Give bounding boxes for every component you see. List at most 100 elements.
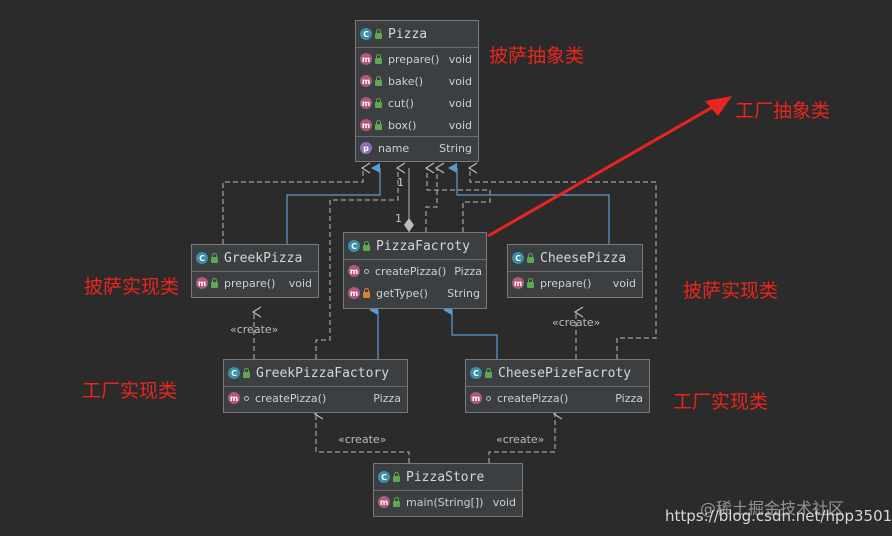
watermark-url: https://blog.csdn.net/hpp3501 [665,507,892,525]
field-row[interactable]: p name String [356,136,478,159]
create-store-greekfactory [316,414,410,463]
class-icon: C [360,28,372,40]
method-row[interactable]: m prepare() void [508,272,642,294]
annotation-pizza-impl-right: 披萨实现类 [683,280,779,302]
class-header: C PizzaFacroty [344,233,486,260]
method-name: main(String[]) [406,495,484,509]
class-name: PizzaFacroty [376,238,470,254]
method-type: String [447,286,480,300]
package-visibility-icon [364,268,369,274]
class-name: PizzaStore [406,469,485,485]
class-header: C CheesePizeFacroty [466,360,649,387]
field-name: name [378,141,410,155]
method-icon: m [378,496,390,508]
class-header: C GreekPizzaFactory [224,360,407,387]
lock-icon [375,76,382,86]
method-name: createPizza() [497,391,569,405]
method-name: prepare() [540,276,592,290]
class-icon: C [378,471,390,483]
inherit-cheesefactory-factory [443,305,498,359]
class-header: C PizzaStore [374,464,522,491]
annotation-factory-impl-left: 工厂实现类 [82,380,178,402]
annotation-factory-impl-right: 工厂实现类 [673,391,769,413]
create-stereotype-store-left: «create» [338,433,387,446]
class-greek-pizza[interactable]: C GreekPizza m prepare() void [191,244,319,298]
method-row[interactable]: m cut() void [356,92,478,114]
class-icon: C [228,367,240,379]
class-name: Pizza [388,26,428,42]
method-type: void [288,276,312,290]
annotation-arrow-head [705,96,732,116]
method-icon: m [360,75,372,87]
aggregation-diamond [404,218,414,232]
watermark-site: @稀土掘金技术社区 [700,499,845,518]
method-name: prepare() [224,276,276,290]
class-greek-pizza-factory[interactable]: C GreekPizzaFactory m createPizza() Pizz… [223,359,408,413]
method-name: box() [388,118,417,132]
method-icon: m [348,287,360,299]
dep-greekpizza-pizza [222,168,363,244]
method-type: Pizza [373,391,401,405]
lock-icon [375,98,382,108]
method-type: void [492,495,516,509]
method-row[interactable]: m main(String[]) void [374,491,522,513]
method-row[interactable]: m prepare() void [356,48,478,70]
method-name: createPizza() [255,391,327,405]
lock-icon [363,241,370,251]
lock-icon [211,253,218,263]
method-row[interactable]: m prepare() void [192,272,318,294]
method-row[interactable]: m createPizza() Pizza [466,387,649,409]
lock-icon [393,472,400,482]
annotation-arrow-line [487,102,719,238]
lock-icon [527,253,534,263]
lock-icon [375,54,382,64]
method-name: prepare() [388,52,440,66]
class-cheese-pizza[interactable]: C CheesePizza m prepare() void [507,244,643,298]
annotation-pizza-abstract: 披萨抽象类 [489,45,585,67]
inherit-greekpizza-pizza [286,163,381,244]
field-type: String [439,141,472,155]
class-pizza-store[interactable]: C PizzaStore m main(String[]) void [373,463,523,517]
method-row[interactable]: m box() void [356,114,478,136]
lock-icon [375,120,382,130]
package-visibility-icon [244,395,249,401]
create-stereotype-store-right: «create» [496,433,545,446]
class-pizza[interactable]: C Pizza m prepare() void m bake() void m… [355,20,479,162]
multiplicity-upper: 1 [397,176,404,189]
package-visibility-icon [486,395,491,401]
method-row[interactable]: m getType() String [344,282,486,304]
lock-icon [375,29,382,39]
method-type: void [612,276,636,290]
method-name: getType() [376,286,428,300]
class-icon: C [470,367,482,379]
create-stereotype-cheese: «create» [552,316,601,329]
annotation-pizza-impl-left: 披萨实现类 [84,276,180,298]
class-pizza-facroty[interactable]: C PizzaFacroty m createPizza() Pizza m g… [343,232,487,309]
method-icon: m [470,392,482,404]
class-icon: C [512,252,524,264]
method-row[interactable]: m createPizza() Pizza [224,387,407,409]
method-icon: m [360,97,372,109]
class-cheese-pize-facroty[interactable]: C CheesePizeFacroty m createPizza() Pizz… [465,359,650,413]
method-type: void [448,96,472,110]
class-name: GreekPizza [224,250,303,266]
method-row[interactable]: m createPizza() Pizza [344,260,486,282]
method-type: void [448,74,472,88]
method-type: Pizza [615,391,643,405]
class-header: C Pizza [356,21,478,48]
method-icon: m [360,53,372,65]
dep-factory-pizza [425,168,437,232]
method-icon: m [228,392,240,404]
class-name: CheesePizza [540,250,627,266]
method-name: bake() [388,74,424,88]
method-icon: m [348,265,360,277]
method-row[interactable]: m bake() void [356,70,478,92]
lock-icon [527,278,534,288]
method-type: void [448,118,472,132]
private-lock-icon [363,288,370,298]
class-name: GreekPizzaFactory [256,365,390,381]
dep-cheesefactory-pizza [470,168,657,359]
method-type: void [448,52,472,66]
method-icon: m [512,277,524,289]
